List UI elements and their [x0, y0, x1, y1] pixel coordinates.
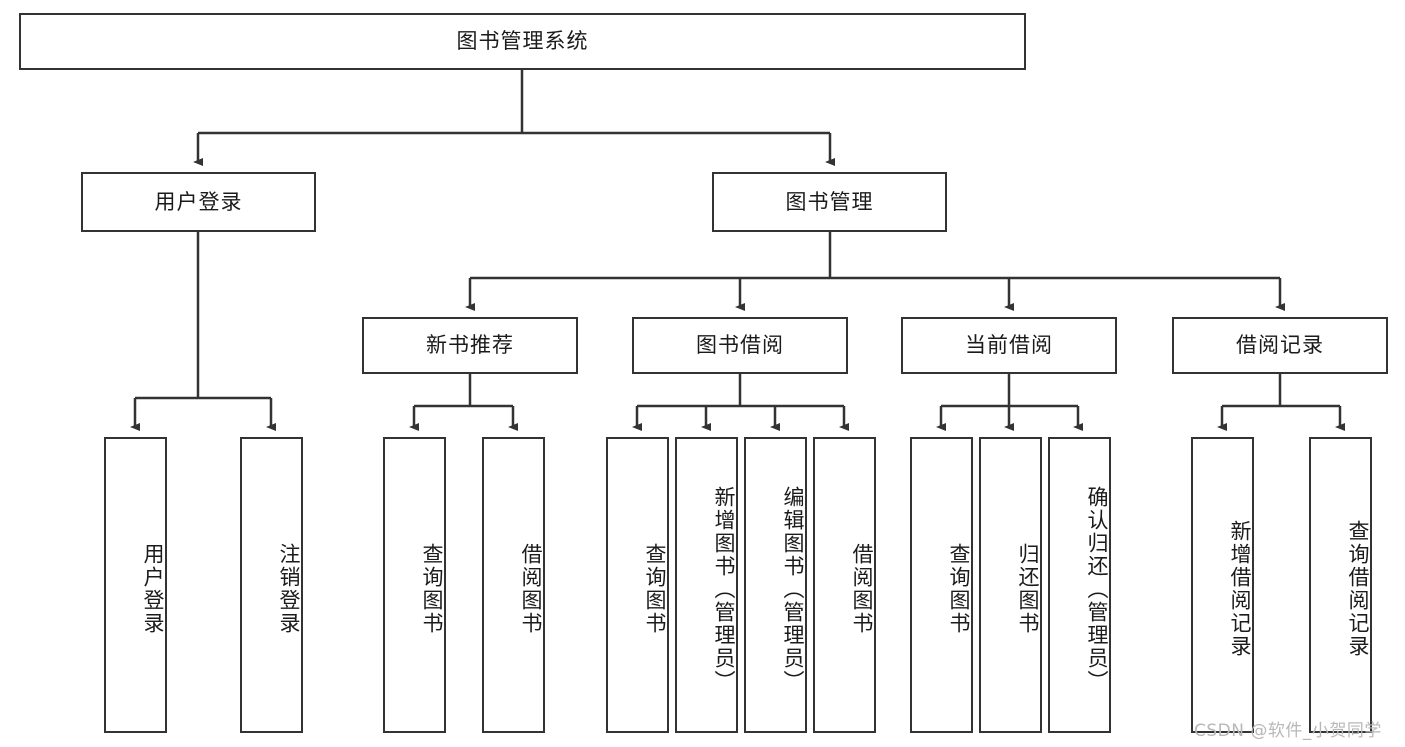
leaf-borrow-borrow-book[interactable]: 借阅图书: [813, 437, 876, 733]
node-label: 当前借阅: [965, 333, 1053, 358]
node-label: 用户登录: [141, 543, 165, 635]
leaf-borrow-query-book[interactable]: 查询图书: [606, 437, 669, 733]
node-label: 查询图书: [643, 543, 667, 635]
node-label: 借阅图书: [519, 543, 543, 635]
node-label: 注销登录: [277, 543, 301, 635]
node-root-system[interactable]: 图书管理系统: [19, 13, 1026, 70]
node-book-borrow[interactable]: 图书借阅: [632, 317, 848, 374]
leaf-user-login-login[interactable]: 用户登录: [104, 437, 167, 733]
leaf-user-login-logout[interactable]: 注销登录: [240, 437, 303, 733]
node-label: 图书管理系统: [456, 29, 589, 54]
leaf-borrow-add-book-admin[interactable]: 新增图书（管理员）: [675, 437, 738, 733]
node-label: 借阅图书: [850, 543, 874, 635]
node-user-login[interactable]: 用户登录: [81, 172, 316, 232]
node-label: 用户登录: [154, 189, 243, 214]
csdn-watermark: CSDN @软件_小贺同学: [1194, 721, 1382, 741]
node-new-book-recommend[interactable]: 新书推荐: [362, 317, 578, 374]
node-label: 确认归还（管理员）: [1085, 485, 1109, 693]
leaf-current-confirm-return-admin[interactable]: 确认归还（管理员）: [1048, 437, 1111, 733]
node-label: 新书推荐: [426, 333, 514, 358]
leaf-current-return-book[interactable]: 归还图书: [979, 437, 1042, 733]
node-label: 图书管理: [785, 189, 874, 214]
node-label: 新增借阅记录: [1228, 520, 1252, 658]
node-label: 编辑图书（管理员）: [781, 485, 805, 693]
node-label: 新增图书（管理员）: [712, 485, 736, 693]
node-label: 查询借阅记录: [1346, 520, 1370, 658]
node-current-borrow[interactable]: 当前借阅: [901, 317, 1117, 374]
node-label: 归还图书: [1016, 543, 1040, 635]
leaf-recommend-borrow-book[interactable]: 借阅图书: [482, 437, 545, 733]
leaf-recommend-query-book[interactable]: 查询图书: [383, 437, 446, 733]
leaf-current-query-book[interactable]: 查询图书: [910, 437, 973, 733]
node-label: 查询图书: [947, 543, 971, 635]
leaf-record-query-record[interactable]: 查询借阅记录: [1309, 437, 1372, 733]
leaf-borrow-edit-book-admin[interactable]: 编辑图书（管理员）: [744, 437, 807, 733]
node-label: 查询图书: [420, 543, 444, 635]
node-book-management[interactable]: 图书管理: [712, 172, 947, 232]
node-borrow-record[interactable]: 借阅记录: [1172, 317, 1388, 374]
node-label: 图书借阅: [696, 333, 784, 358]
node-label: 借阅记录: [1236, 333, 1324, 358]
leaf-record-add-record[interactable]: 新增借阅记录: [1191, 437, 1254, 733]
